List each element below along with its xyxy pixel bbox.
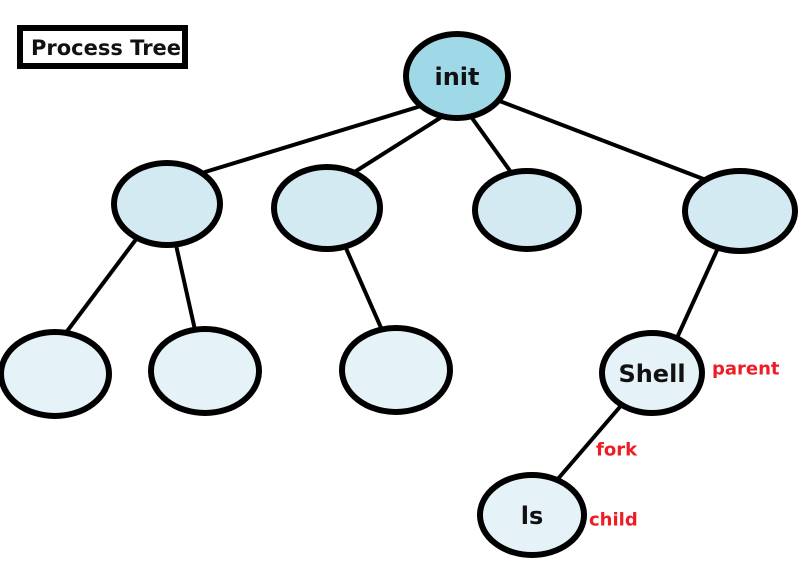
edge-c4-to-shell (674, 246, 720, 342)
node-label-init: init (434, 63, 479, 91)
edge-init-to-c4 (495, 98, 708, 182)
process-node-g1[interactable] (0, 329, 112, 419)
process-node-c2[interactable] (271, 164, 383, 252)
title-box-border (17, 25, 188, 69)
node-ellipse-c2 (271, 164, 383, 252)
process-node-init[interactable]: init (403, 31, 511, 121)
node-ellipse-c3 (472, 168, 582, 252)
edge-shell-to-ls (555, 399, 627, 482)
node-ellipse-shell (599, 330, 705, 416)
node-ellipse-init (403, 31, 511, 121)
process-node-shell[interactable]: Shell (599, 330, 705, 416)
node-ellipse-c1 (111, 160, 223, 248)
process-node-c3[interactable] (472, 168, 582, 252)
title-box: Process Tree (17, 25, 188, 69)
edge-c2-to-g3 (343, 244, 384, 332)
annotation-child: child (589, 510, 638, 531)
edge-c1-to-g2 (174, 243, 197, 332)
annotation-fork: fork (596, 440, 638, 461)
process-node-c4[interactable] (682, 168, 798, 254)
edges-layer (63, 98, 720, 482)
process-node-ls[interactable]: ls (477, 472, 587, 558)
process-node-g2[interactable] (148, 326, 262, 416)
node-ellipse-g3 (339, 325, 453, 415)
edge-init-to-c2 (351, 116, 442, 175)
annotation-parent: parent (712, 359, 780, 380)
page-title: Process Tree (31, 36, 181, 60)
process-node-g3[interactable] (339, 325, 453, 415)
edge-c1-to-g1 (63, 236, 139, 336)
node-ellipse-g2 (148, 326, 262, 416)
annotations-layer: parent fork child (589, 359, 780, 531)
node-label-ls: ls (521, 502, 544, 530)
node-ellipse-ls (477, 472, 587, 558)
node-ellipse-g1 (0, 329, 112, 419)
edge-init-to-c1 (203, 104, 423, 174)
node-label-shell: Shell (618, 360, 685, 388)
edge-init-to-c3 (470, 116, 515, 177)
node-ellipse-c4 (682, 168, 798, 254)
process-node-c1[interactable] (111, 160, 223, 248)
